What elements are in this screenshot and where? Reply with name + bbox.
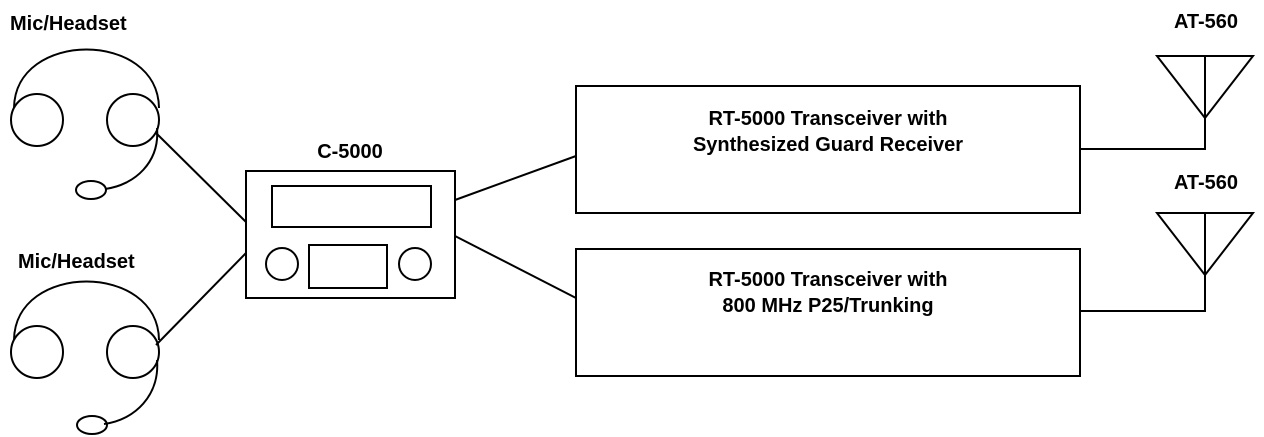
transceiver-bottom-line1: RT-5000 Transceiver with [708,269,947,291]
headset-top-left-earcup [10,93,64,147]
headset-bottom: Mic/Headset [10,251,160,435]
headset-bottom-left-earcup [10,325,64,379]
transceiver-bottom: RT-5000 Transceiver with 800 MHz P25/Tru… [575,248,1081,377]
controller-center-panel [308,244,388,289]
connections [155,118,1206,346]
headset-top: Mic/Headset [10,13,160,200]
headset-bottom-label: Mic/Headset [18,251,135,273]
headset-bottom-right-earcup [106,325,160,379]
controller: C-5000 [245,141,456,299]
cable-controller-to-transceiver-top [454,155,577,201]
headset-top-mic-boom [104,127,159,190]
headset-bottom-mic [76,415,108,435]
headset-top-band [13,48,160,109]
transceiver-bottom-line2: 800 MHz P25/Trunking [722,295,933,317]
transceiver-top-line1: RT-5000 Transceiver with [708,108,947,130]
antenna-top-label: AT-560 [1174,11,1238,33]
headset-top-mic [75,180,107,200]
cable-headset-bottom-to-controller [155,252,247,346]
controller-label: C-5000 [317,141,383,163]
transceiver-top-box [575,85,1081,214]
antenna-bottom-label: AT-560 [1174,172,1238,194]
headset-top-label: Mic/Headset [10,13,127,35]
cable-headset-top-to-controller [155,132,247,223]
transceiver-top: RT-5000 Transceiver with Synthesized Gua… [575,85,1081,214]
headset-bottom-mic-boom [103,359,159,425]
controller-body [245,170,456,299]
controller-display [271,185,432,228]
headset-bottom-band [13,280,160,341]
controller-left-knob [265,247,299,281]
cable-transceiver-top-to-antenna [1080,118,1206,150]
antenna-bottom: AT-560 [1154,172,1256,277]
cable-controller-to-transceiver-bottom [454,235,577,299]
transceiver-top-line2: Synthesized Guard Receiver [693,134,963,156]
headset-top-right-earcup [106,93,160,147]
antenna-top: AT-560 [1154,11,1256,120]
cable-transceiver-bottom-to-antenna [1080,275,1206,312]
controller-right-knob [398,247,432,281]
transceiver-bottom-box [575,248,1081,377]
